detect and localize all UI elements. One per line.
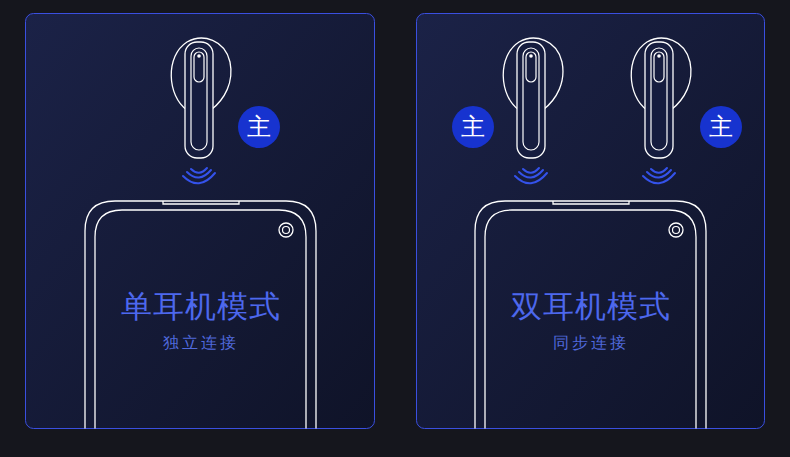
- mode-title: 单耳机模式: [121, 288, 281, 325]
- earbud: [503, 38, 563, 183]
- badge-label: 主: [461, 115, 485, 139]
- mode-subtitle: 同步连接: [553, 333, 629, 352]
- master-badge: 主: [452, 106, 494, 148]
- badge-label: 主: [709, 115, 733, 139]
- phone-screen: 双耳机模式同步连接: [485, 288, 696, 352]
- master-badge: 主: [238, 106, 280, 148]
- mode-subtitle: 独立连接: [163, 333, 239, 352]
- mode-title: 双耳机模式: [511, 288, 671, 325]
- master-badge: 主: [700, 106, 742, 148]
- phone-outline: [475, 201, 706, 429]
- phone-screen: 单耳机模式独立连接: [95, 288, 306, 352]
- phone-outline: [85, 201, 316, 429]
- panel: [26, 14, 375, 429]
- earbud: [631, 38, 691, 183]
- panel: [417, 14, 765, 429]
- badge-label: 主: [247, 115, 271, 139]
- earbud: [171, 38, 231, 183]
